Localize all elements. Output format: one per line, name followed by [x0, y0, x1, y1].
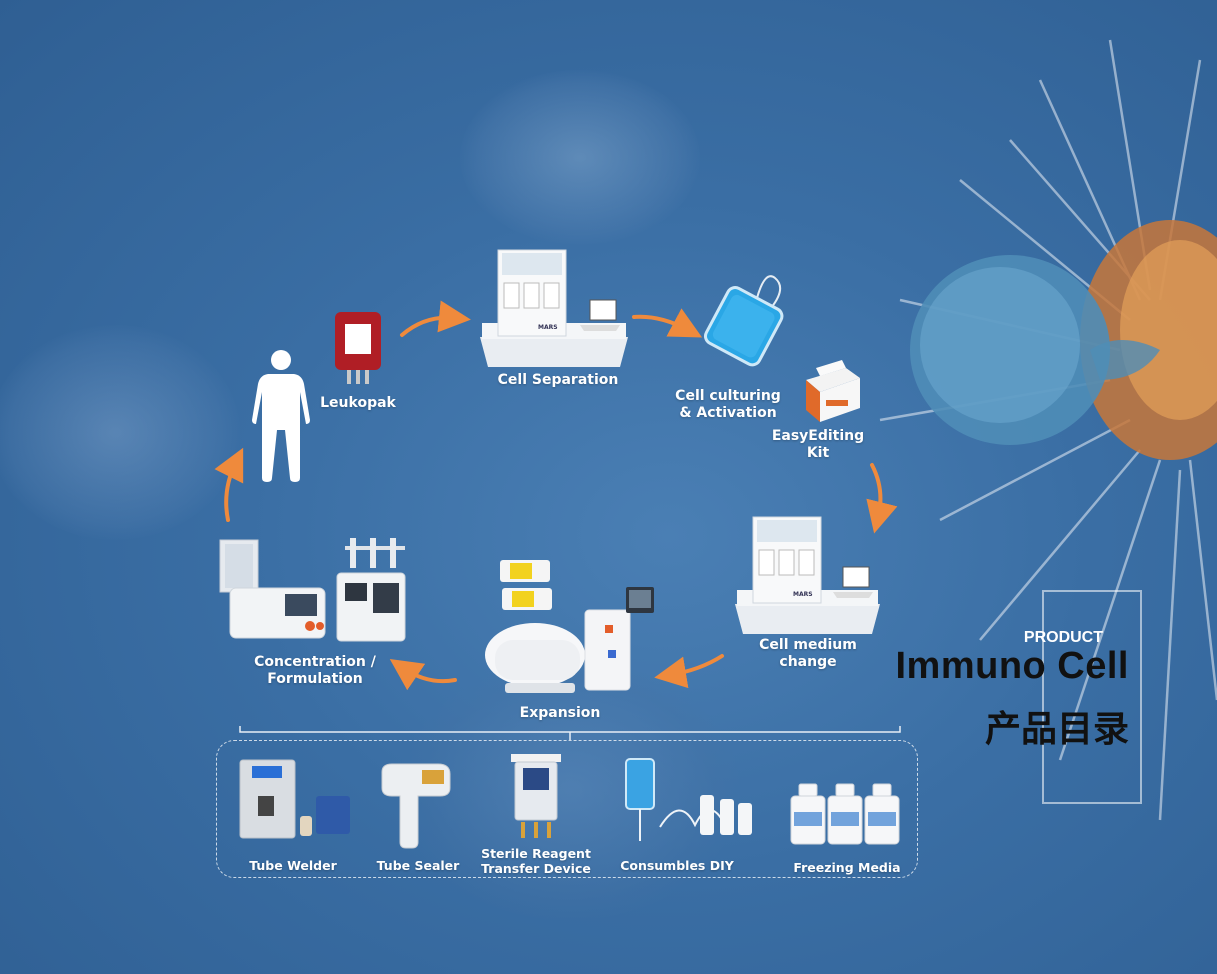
arrow-kit-to-medium: [866, 463, 898, 534]
human-figure-icon: [252, 350, 310, 482]
arrow-separation-to-culture: [632, 308, 703, 338]
cell-culturing-line2: & Activation: [679, 405, 777, 421]
consumables-bracket: [239, 726, 901, 740]
sterile-transfer-device-icon: [511, 754, 561, 838]
immune-cell-illustration: [879, 39, 1217, 821]
concentration-line2: Formulation: [267, 671, 363, 687]
expansion-label: Expansion: [519, 705, 601, 721]
consumables-diy-icon: [625, 758, 752, 841]
tube-sealer-label: Tube Sealer: [376, 858, 460, 873]
svg-text:MARS: MARS: [538, 324, 558, 331]
concentration-formulation-devices: [219, 538, 406, 642]
concentration-formulation-label: Concentration / Formulation: [245, 654, 385, 688]
leukopak-label: Leukopak: [320, 395, 396, 411]
easyediting-line1: EasyEditing: [771, 428, 865, 444]
tube-sealer-icon: [381, 763, 451, 849]
background-cell-top: [460, 70, 700, 245]
easyediting-kit-label: EasyEditing Kit: [770, 428, 866, 462]
cell-medium-change-label: Cell medium change: [748, 637, 868, 671]
concentration-line1: Concentration /: [254, 654, 376, 670]
freezing-media-icon: [790, 783, 900, 845]
culture-bag-icon: [703, 275, 784, 367]
easyediting-line2: Kit: [806, 445, 830, 461]
product-label: PRODUCT: [1023, 629, 1103, 646]
cell-medium-line1: Cell medium: [759, 637, 857, 653]
page-title: Immuno Cell: [895, 645, 1129, 687]
consumables-diy-label: Consumbles DIY: [620, 858, 734, 873]
cell-medium-change-device: MARS: [735, 516, 880, 634]
easyediting-kit-icon: [806, 360, 860, 422]
leukopak-bag-icon: [335, 312, 381, 384]
cell-culturing-label: Cell culturing & Activation: [668, 388, 788, 422]
cell-culturing-line1: Cell culturing: [675, 388, 781, 404]
tube-welder-label: Tube Welder: [249, 858, 337, 873]
cell-separation-label: Cell Separation: [497, 372, 619, 388]
sterile-transfer-label: Sterile Reagent Transfer Device: [476, 846, 596, 876]
arrow-leukopak-to-separation: [400, 300, 471, 337]
page-title-chinese: 产品目录: [984, 709, 1129, 750]
background-cell-left: [0, 325, 240, 540]
expansion-devices: [485, 560, 654, 693]
background-cell-bottom: [400, 660, 740, 920]
sterile-line1: Sterile Reagent: [481, 846, 591, 861]
arrow-concentration-to-human: [214, 447, 244, 522]
sterile-line2: Transfer Device: [481, 861, 591, 876]
tube-welder-icon: [239, 759, 350, 839]
cell-separation-device: MARS: [480, 249, 628, 367]
consumables-panel: [216, 740, 918, 878]
arrow-medium-to-expansion: [654, 654, 724, 689]
arrow-expansion-to-concentration: [389, 659, 457, 691]
svg-text:MARS: MARS: [793, 591, 813, 598]
freezing-media-label: Freezing Media: [793, 860, 901, 875]
cell-medium-line2: change: [779, 654, 837, 670]
title-frame: [1042, 590, 1142, 804]
